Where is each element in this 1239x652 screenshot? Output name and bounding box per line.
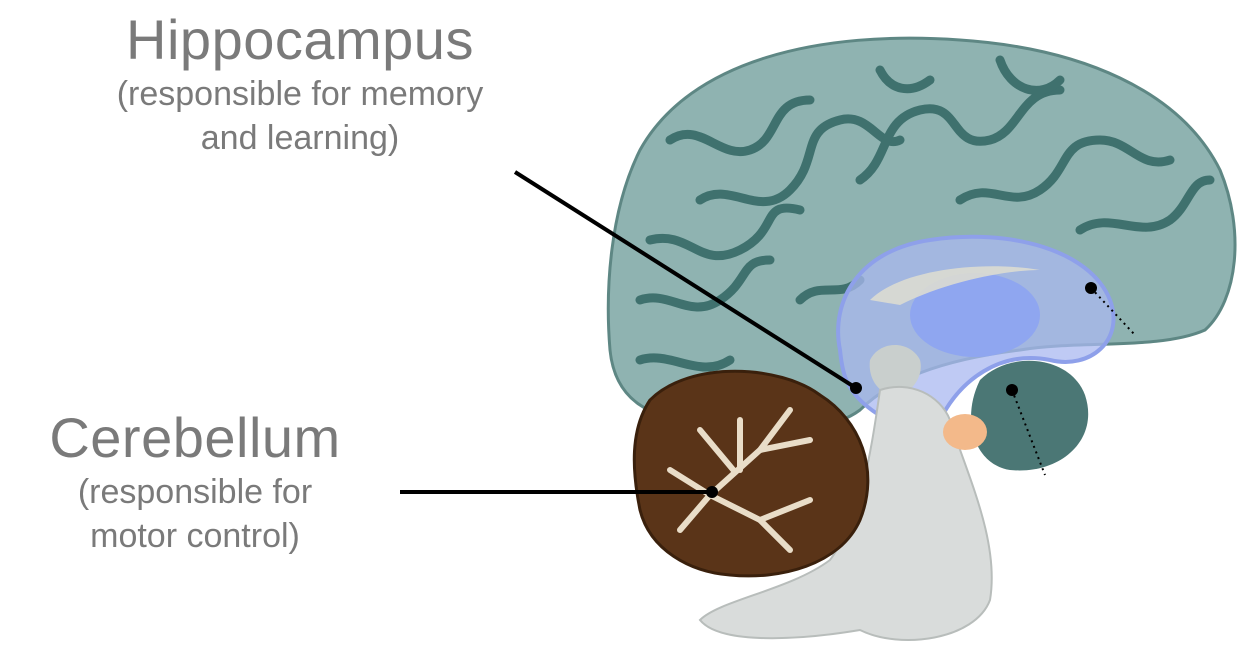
cerebellum-pointer-dot (706, 486, 718, 498)
pituitary (943, 414, 987, 450)
hippocampus-pointer-dot (850, 382, 862, 394)
temporal-region (971, 361, 1088, 471)
